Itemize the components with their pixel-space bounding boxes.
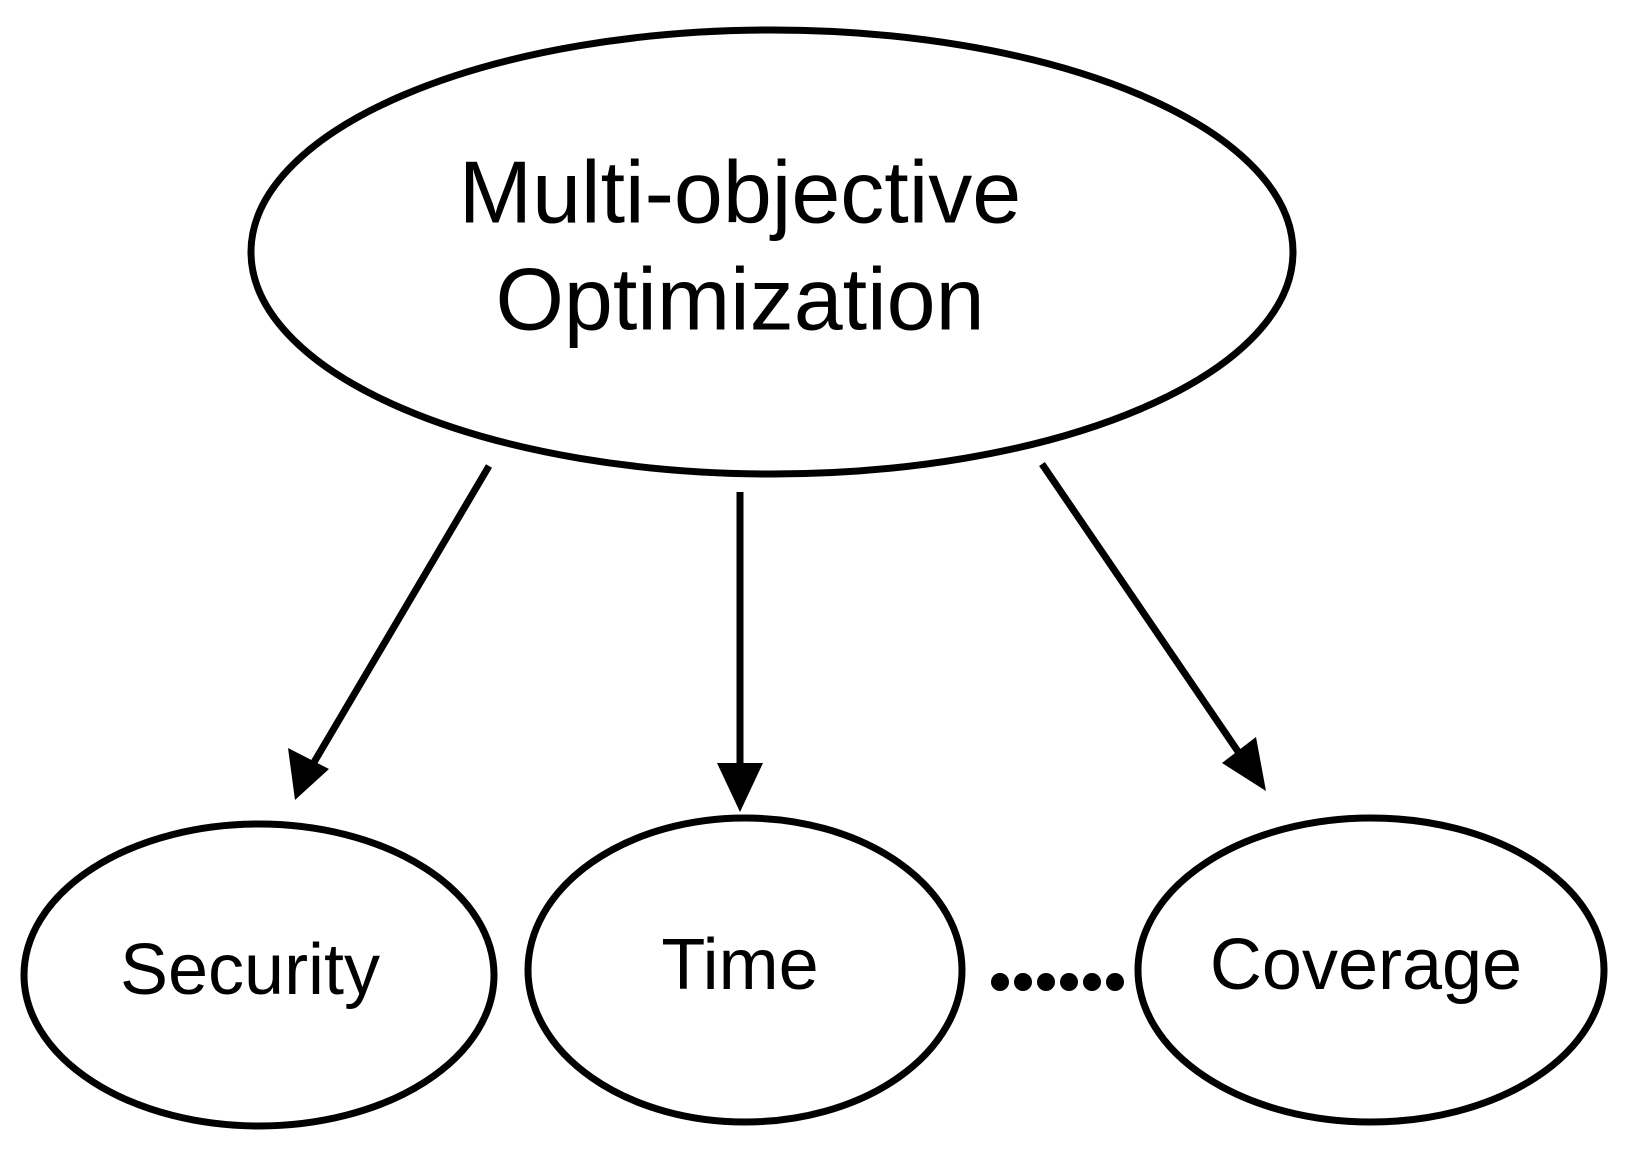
edge-root-time: [717, 492, 763, 812]
ellipsis-dot: [1037, 973, 1055, 991]
ellipsis-dot: [991, 973, 1009, 991]
security-ellipse[interactable]: [20, 820, 498, 1130]
ellipsis-dot: [1060, 973, 1078, 991]
node-multi-objective-optimization[interactable]: Multi-objective Optimization: [247, 26, 1297, 478]
edge-root-security: [288, 464, 493, 800]
node-coverage[interactable]: Coverage: [1134, 814, 1608, 1126]
root-label-line1: Multi-objective: [459, 142, 1021, 241]
edge-root-coverage-arrowhead: [1222, 737, 1266, 791]
ellipsis-dot: [1014, 973, 1032, 991]
security-label: Security: [120, 930, 380, 1010]
edge-root-coverage: [1039, 462, 1266, 791]
root-ellipse[interactable]: [247, 26, 1297, 478]
coverage-label: Coverage: [1210, 925, 1522, 1005]
ellipsis-dot: [1106, 973, 1124, 991]
coverage-ellipse[interactable]: [1134, 814, 1608, 1126]
node-time[interactable]: Time: [524, 814, 966, 1126]
time-ellipse[interactable]: [524, 814, 966, 1126]
time-label: Time: [661, 925, 818, 1005]
edge-root-security-arrowhead: [288, 748, 329, 800]
edge-root-coverage-line: [1039, 462, 1257, 777]
edge-root-time-arrowhead: [717, 763, 763, 812]
ellipsis-dot: [1083, 973, 1101, 991]
edge-root-security-line: [296, 464, 493, 788]
ellipsis-icon: [991, 973, 1124, 991]
node-security[interactable]: Security: [20, 820, 498, 1130]
root-label-line2: Optimization: [495, 249, 984, 348]
